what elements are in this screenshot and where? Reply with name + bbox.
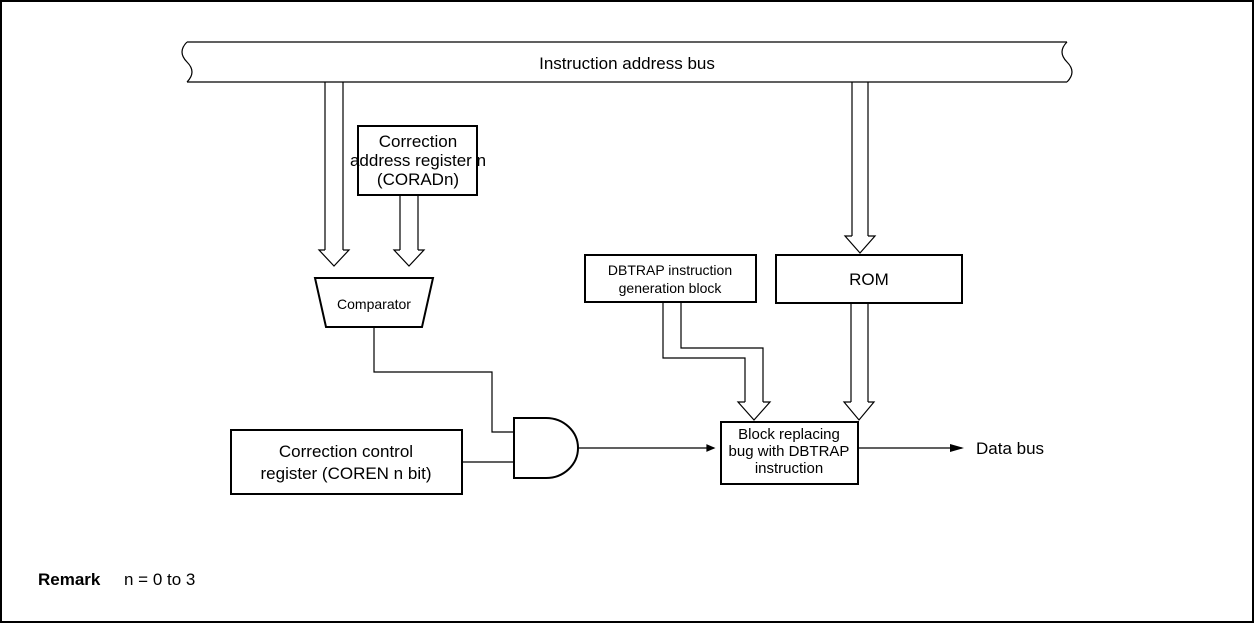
bus-to-comparator-arrow (317, 82, 351, 267)
corad-label-2: address register n (350, 151, 486, 170)
remark-text: n = 0 to 3 (124, 570, 196, 589)
and-gate (513, 417, 579, 479)
remark-label: Remark (38, 570, 101, 589)
dbtrap-generation-box (584, 254, 757, 303)
coren-label-2: register (COREN n bit) (261, 464, 432, 483)
corad-register-box (357, 125, 478, 196)
rom-label: ROM (849, 270, 889, 289)
corad-label-1: Correction (379, 132, 457, 151)
rom-to-block-arrow (842, 303, 876, 421)
instruction-address-bus (181, 41, 1073, 83)
bus-to-rom-arrow (843, 82, 877, 254)
comparator-label: Comparator (337, 296, 411, 312)
block-label-2: bug with DBTRAP (729, 443, 850, 460)
block-replacing-box (720, 421, 859, 485)
corad-to-comparator-arrow (392, 195, 426, 267)
rom-box (775, 254, 963, 304)
coren-register-box (230, 429, 463, 495)
comparator-to-and-line (373, 315, 514, 433)
dbtrap-label-2: generation block (619, 280, 723, 296)
corad-label-3: (CORADn) (377, 170, 459, 189)
block-label-1: Block replacing (738, 426, 840, 443)
dbtrap-label-1: DBTRAP instruction (608, 262, 732, 278)
data-bus-label: Data bus (976, 439, 1044, 458)
comparator-trapezoid (313, 277, 435, 328)
to-data-bus-arrowhead (950, 444, 964, 452)
and-to-block-arrowhead (706, 444, 716, 452)
coren-label-1: Correction control (279, 442, 413, 461)
dbtrap-to-block-arrow (662, 303, 772, 421)
block-label-3: instruction (755, 460, 823, 477)
bus-label: Instruction address bus (539, 54, 715, 73)
